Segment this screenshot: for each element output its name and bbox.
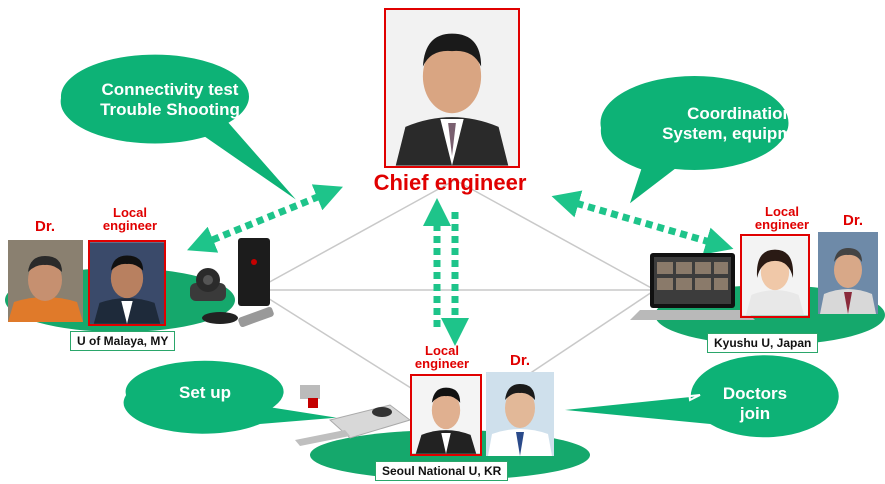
kyushu-dr-label: Dr. [842,212,863,229]
seoul-site-label: Seoul National U, KR [375,461,509,481]
malaya-local-line1: Local [113,205,147,220]
seoul-local-line1: Local [425,343,459,358]
kyushu-site-label: Kyushu U, Japan [707,333,819,353]
bubble-doctors-line1: Doctors [722,384,788,403]
bubble-connectivity-line2: Trouble Shooting [100,100,240,120]
seoul-equipment [295,385,412,446]
chief-engineer-portrait-icon [386,10,518,166]
malaya-dr-label: Dr. [34,218,55,235]
line-kyushu-center [454,179,656,291]
keyboard-seoul [295,430,350,446]
line-malaya-seoul [254,289,431,401]
bubble-doctors-line2: join [739,404,771,424]
bubble-coordination-line1: Coordination [687,104,793,123]
kyushu-local-line2: engineer [754,217,810,232]
doctor-portrait-icon [486,372,554,456]
kyushu-doctor-photo [818,232,878,314]
bubble-setup: Set up [145,383,265,403]
microphone-pod [202,312,238,324]
codec-unit [238,238,270,306]
bubble-doctors: Doctors join [705,384,805,425]
malaya-local-engineer-label: Local engineer [88,206,172,232]
line-malaya-center [254,179,456,291]
malaya-doctor-photo [8,240,83,322]
kyushu-local-engineer-label: Local engineer [742,205,822,231]
camera-seoul [300,385,320,399]
chief-engineer-photo [384,8,520,168]
chief-engineer-title: Chief engineer [373,170,527,195]
seoul-engineer-photo [410,374,482,456]
bubble-coordination: Coordination System, equipment [640,104,840,145]
bubble-setup-text: Set up [179,383,231,402]
seoul-dr-label: Dr. [509,352,530,369]
engineer-portrait-icon [412,376,480,454]
malaya-local-line2: engineer [102,218,158,233]
malaya-site-label: U of Malaya, MY [70,331,176,351]
bubble-connectivity: Connectivity test Trouble Shooting [70,80,270,121]
doctor-portrait-icon [8,240,83,322]
doctor-portrait-icon [818,232,878,314]
malaya-engineer-photo [88,240,166,326]
engineer-portrait-icon [742,236,808,316]
kyushu-local-line1: Local [765,204,799,219]
bubble-setup-shape [121,358,346,436]
arrows [187,184,734,346]
engineer-portrait-icon [90,242,164,324]
remote-control [238,306,274,328]
bubble-coordination-shape [598,74,791,209]
arrow-center-kyushu [551,190,734,255]
malaya-equipment [190,238,274,328]
seoul-local-line2: engineer [414,356,470,371]
seoul-local-engineer-label: Local engineer [402,344,482,370]
bubble-doctors-shape [554,353,841,440]
bubble-shapes [58,52,841,440]
kyushu-engineer-photo [740,234,810,318]
bubble-connectivity-line1: Connectivity test [101,80,239,99]
arrow-center-malaya [187,184,343,253]
kyushu-laptop [630,253,755,320]
bubble-connectivity-shape [58,52,303,206]
seoul-doctor-photo [486,372,554,456]
bubble-coordination-line2: System, equipment [662,124,818,144]
